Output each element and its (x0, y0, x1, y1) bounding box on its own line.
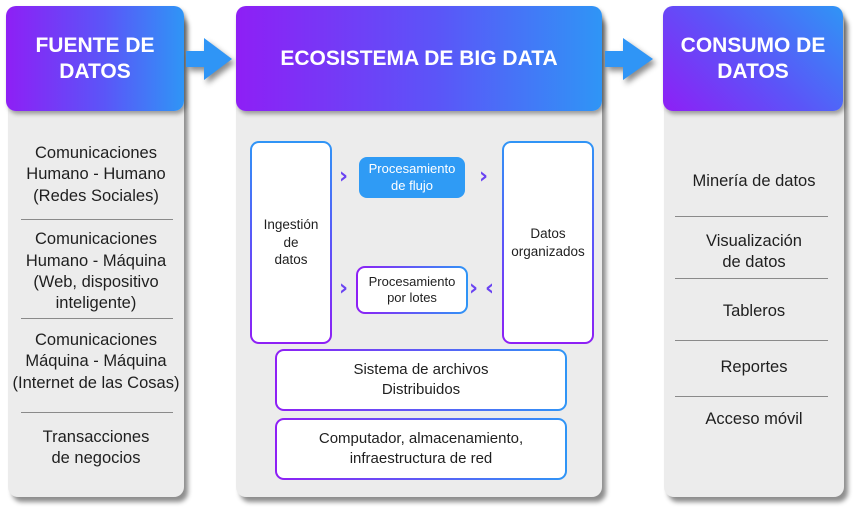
organized-data-line-1: Datos (530, 225, 566, 241)
source-item-1-line-3: (Redes Sociales) (33, 186, 159, 205)
source-divider-2 (21, 318, 173, 319)
stream-processing-box: Procesamiento de flujo (359, 157, 465, 198)
source-item-2-line-3: (Web, dispositivo (33, 273, 159, 291)
source-item-4: Transacciones de negocios (8, 420, 184, 476)
consumption-divider-4 (675, 396, 828, 397)
source-item-2-line-1: Comunicaciones (35, 230, 157, 249)
consumption-item-3: Tableros (664, 294, 844, 330)
consumption-item-1-line-1: Minería de datos (692, 172, 816, 191)
consumption-divider-2 (675, 278, 828, 279)
source-header: FUENTE DE DATOS (6, 6, 184, 111)
infrastructure-box: Computador, almacenamiento, infraestruct… (275, 418, 567, 480)
ecosystem-header: ECOSISTEMA DE BIG DATA (236, 6, 602, 111)
stream-processing-line-2: de flujo (391, 177, 433, 193)
batch-processing-line-1: Procesamiento (368, 273, 456, 289)
flow-arrow-right-icon (186, 38, 232, 80)
consumption-item-2: Visualización de datos (664, 224, 844, 280)
consumption-item-4-line-1: Reportes (720, 358, 788, 377)
stream-processing-line-1: Procesamiento (368, 161, 456, 177)
source-divider-3 (21, 412, 173, 413)
consumption-item-2-line-1: Visualización (705, 231, 802, 250)
source-title-line-1: FUENTE DE (35, 34, 155, 58)
consumption-header: CONSUMO DE DATOS (663, 6, 843, 111)
batch-processing-box: Procesamiento por lotes (356, 266, 468, 314)
chevron-right-icon: › (479, 164, 489, 189)
source-item-3: Comunicaciones Máquina - Máquina (Intern… (8, 324, 184, 400)
source-divider-1 (21, 219, 173, 220)
consumption-title-line-2: DATOS (717, 59, 789, 83)
chevron-right-icon: › (339, 276, 349, 301)
chevron-left-icon: ‹ (485, 276, 495, 301)
consumption-item-2-line-2: de datos (722, 253, 786, 271)
source-item-4-line-2: de negocios (51, 449, 141, 467)
consumption-item-5-line-1: Acceso móvil (705, 410, 803, 429)
file-system-box: Sistema de archivos Distribuidos (275, 349, 567, 411)
flow-arrow-right-icon (605, 38, 653, 80)
consumption-divider-3 (675, 340, 828, 341)
source-item-1-line-1: Comunicaciones (35, 143, 157, 162)
infrastructure-line-2: infraestructura de red (349, 450, 493, 467)
source-item-1-line-2: Humano - Humano (26, 165, 166, 184)
source-item-2-line-4: inteligente) (55, 294, 137, 313)
ingestion-line-1: Ingestión (263, 217, 319, 233)
file-system-line-1: Sistema de archivos (353, 360, 489, 378)
source-item-3-line-1: Comunicaciones (35, 330, 157, 349)
source-item-2: Comunicaciones Humano - Máquina (Web, di… (8, 224, 184, 320)
source-title-line-2: DATOS (59, 59, 131, 83)
file-system-line-2: Distribuidos (381, 381, 461, 398)
source-item-3-line-3: (Internet de las Cosas) (12, 373, 180, 392)
consumption-item-3-line-1: Tableros (722, 302, 786, 321)
source-item-4-line-1: Transacciones (42, 427, 150, 446)
source-item-3-line-2: Máquina - Máquina (25, 352, 167, 371)
consumption-item-4: Reportes (664, 350, 844, 386)
ecosystem-title: ECOSISTEMA DE BIG DATA (280, 46, 558, 70)
ingestion-box: Ingestión de datos (250, 141, 332, 344)
consumption-title-line-1: CONSUMO DE (680, 34, 826, 58)
ingestion-line-3: datos (274, 252, 308, 268)
organized-data-line-2: organizados (511, 243, 585, 259)
source-item-1: Comunicaciones Humano - Humano (Redes So… (8, 140, 184, 210)
infrastructure-line-1: Computador, almacenamiento, (318, 429, 524, 447)
chevron-right-icon: › (339, 164, 349, 189)
chevron-right-icon: › (469, 276, 479, 301)
ingestion-line-2: de (283, 234, 299, 250)
consumption-divider-1 (675, 216, 828, 217)
source-item-2-line-2: Humano - Máquina (25, 251, 167, 270)
consumption-item-1: Minería de datos (664, 162, 844, 202)
organized-data-box: Datos organizados (502, 141, 594, 344)
batch-processing-line-2: por lotes (387, 290, 437, 305)
consumption-item-5: Acceso móvil (664, 402, 844, 438)
